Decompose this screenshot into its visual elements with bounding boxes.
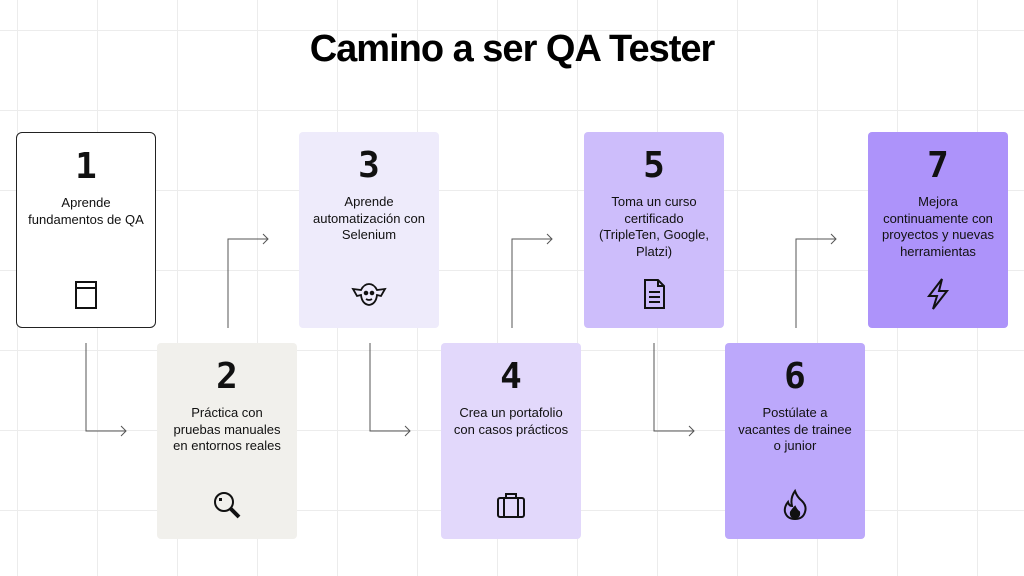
lightning-icon [920, 276, 956, 312]
yoda-face-icon [351, 276, 387, 312]
magnifier-icon [209, 487, 245, 523]
step-number: 5 [643, 145, 665, 186]
page-title: Camino a ser QA Tester [309, 28, 716, 70]
step-number: 7 [927, 145, 949, 186]
step-card-2: 2 Práctica con pruebas manuales en entor… [157, 343, 297, 539]
arrow-6-to-7 [795, 233, 837, 328]
step-number: 4 [500, 356, 522, 397]
step-label: Aprende fundamentos de QA [28, 195, 144, 227]
document-icon [636, 276, 672, 312]
step-label: Crea un portafolio con casos prácticos [453, 405, 569, 437]
step-label: Aprende automatización con Selenium [312, 194, 425, 242]
step-label: Postúlate a vacantes de trainee o junior [738, 405, 852, 453]
arrow-4-to-5 [511, 233, 553, 328]
book-icon [68, 277, 104, 313]
step-card-6: 6 Postúlate a vacantes de trainee o juni… [725, 343, 865, 539]
step-label: Toma un curso certificado (TripleTen, Go… [598, 194, 710, 259]
step-number: 6 [784, 356, 806, 397]
step-card-4: 4 Crea un portafolio con casos prácticos [441, 343, 581, 539]
arrow-2-to-3 [227, 233, 269, 328]
arrow-5-to-6 [653, 343, 695, 437]
fire-icon [777, 487, 813, 523]
step-card-1: 1 Aprende fundamentos de QA [16, 132, 156, 328]
step-number: 3 [358, 145, 380, 186]
step-card-7: 7 Mejora continuamente con proyectos y n… [868, 132, 1008, 328]
step-card-3: 3 Aprende automatización con Selenium [299, 132, 439, 328]
briefcase-icon [493, 487, 529, 523]
step-number: 2 [216, 356, 238, 397]
step-number: 1 [75, 146, 97, 187]
step-label: Mejora continuamente con proyectos y nue… [881, 194, 994, 259]
arrow-3-to-4 [369, 343, 411, 437]
step-card-5: 5 Toma un curso certificado (TripleTen, … [584, 132, 724, 328]
step-label: Práctica con pruebas manuales en entorno… [173, 405, 281, 453]
arrow-1-to-2 [85, 343, 127, 437]
